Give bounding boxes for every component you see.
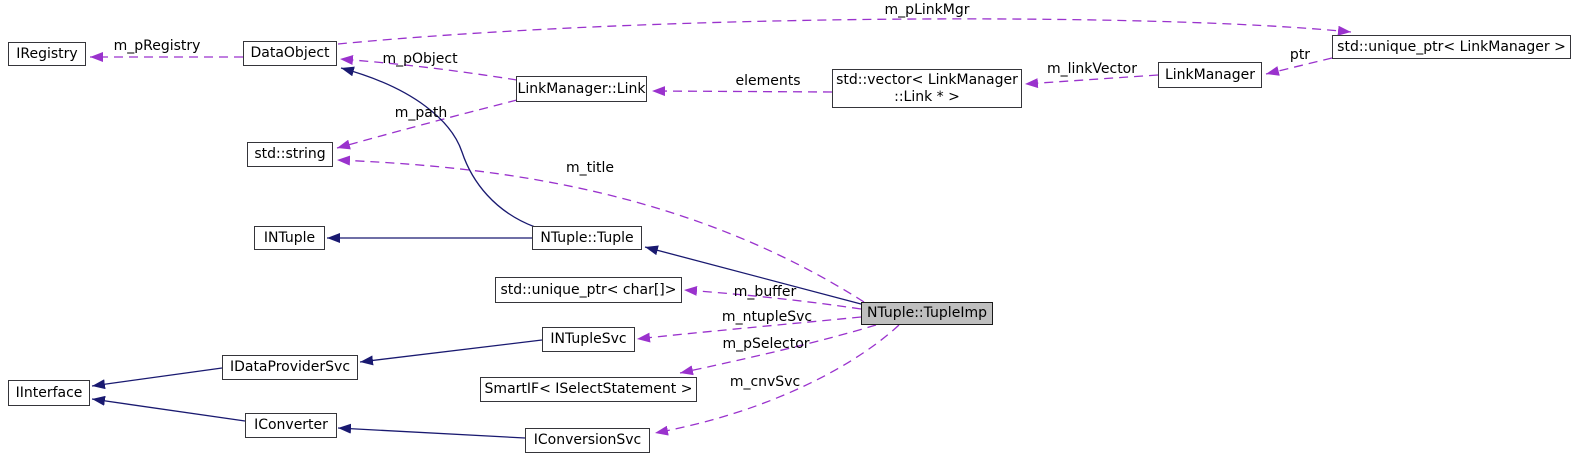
node-iconversionsvc[interactable]: IConversionSvc	[525, 428, 650, 453]
node-vector-linkmanager-link[interactable]: std::vector< LinkManager ::Link * >	[832, 69, 1022, 108]
node-intuple[interactable]: INTuple	[254, 226, 325, 250]
edge-label-m-pregistry: m_pRegistry	[113, 38, 201, 54]
node-ntuple-tuple[interactable]: NTuple::Tuple	[532, 226, 642, 250]
node-linkmanager-link[interactable]: LinkManager::Link	[516, 76, 647, 102]
edge-label-elements: elements	[735, 73, 801, 89]
node-std-string[interactable]: std::string	[247, 142, 333, 167]
node-ntuple-tupleimp[interactable]: NTuple::TupleImp	[861, 302, 993, 325]
node-linkmanager[interactable]: LinkManager	[1158, 62, 1262, 88]
edge-label-m-plinkmgr: m_pLinkMgr	[884, 2, 970, 18]
node-iinterface[interactable]: IInterface	[8, 380, 90, 406]
node-unique-ptr-linkmanager[interactable]: std::unique_ptr< LinkManager >	[1332, 35, 1571, 59]
node-idataprovidersvc[interactable]: IDataProviderSvc	[222, 355, 358, 380]
edge-label-m-linkvector: m_linkVector	[1046, 61, 1138, 77]
edge-label-m-pobject: m_pObject	[382, 51, 458, 67]
edge-label-m-cnvsvc: m_cnvSvc	[729, 374, 801, 390]
node-iconverter[interactable]: IConverter	[245, 413, 337, 438]
edge-label-m-buffer: m_buffer	[733, 284, 797, 300]
edge-label-m-path: m_path	[394, 105, 448, 121]
edge-idataprovidersvc-to-iinterface	[91, 367, 223, 390]
node-intuplesvc[interactable]: INTupleSvc	[542, 327, 635, 352]
node-iregistry[interactable]: IRegistry	[8, 42, 86, 66]
node-smartif-iselectstatement[interactable]: SmartIF< ISelectStatement >	[480, 377, 697, 402]
edge-elements	[651, 86, 833, 97]
edge-label-m-pselector: m_pSelector	[722, 336, 810, 352]
node-unique-ptr-char[interactable]: std::unique_ptr< char[]>	[495, 277, 682, 303]
node-dataobject[interactable]: DataObject	[243, 41, 337, 66]
edge-intuplesvc-to-idataprovidersvc	[359, 339, 543, 366]
edge-m-plinkmgr	[337, 18, 1352, 45]
edge-tuple-to-dataobject	[340, 66, 536, 228]
edge-label-m-title: m_title	[565, 160, 615, 176]
edge-iconverter-to-iinterface	[91, 395, 246, 422]
edge-label-m-ntuplesvc: m_ntupleSvc	[721, 309, 813, 325]
edge-iconversionsvc-to-iconverter	[337, 423, 526, 439]
edge-label-ptr: ptr	[1289, 47, 1311, 63]
